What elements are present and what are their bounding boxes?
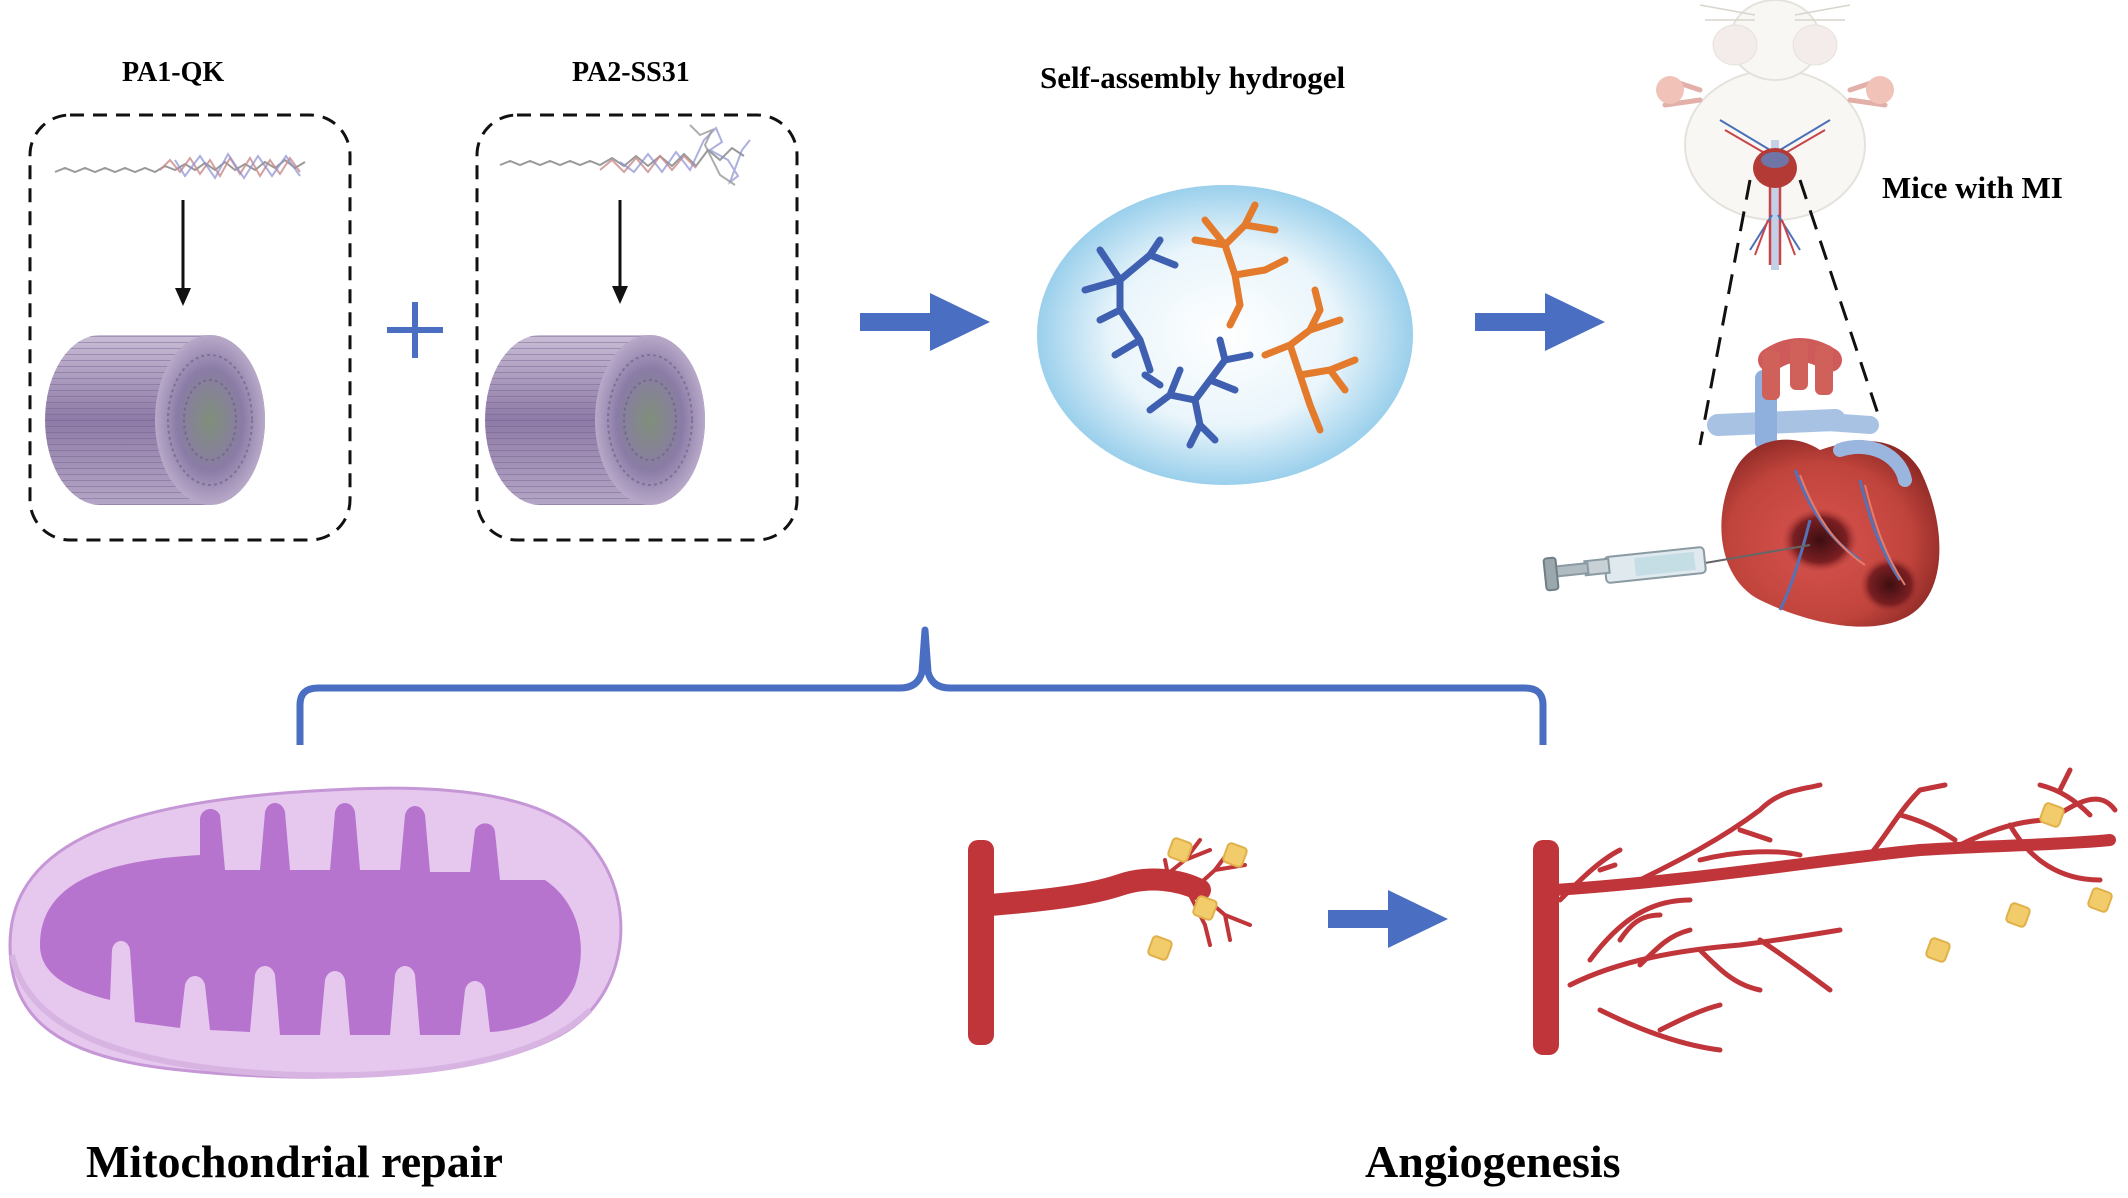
- mitochondrion-icon: [8, 786, 623, 1079]
- heart-icon: [1707, 338, 1940, 627]
- arrow-to-angiogenesis: [1328, 890, 1448, 948]
- mouse-icon: [1656, 0, 1894, 270]
- pa1-molecule: [54, 152, 306, 180]
- pa2-molecule: [499, 124, 751, 186]
- vegf-particles-before: [1147, 837, 1248, 961]
- zoom-lines: [1698, 179, 1882, 446]
- hydrogel-label: Self-assembly hydrogel: [1040, 60, 1346, 95]
- pa2-dashed-box: [475, 113, 799, 542]
- pa2-label: PA2-SS31: [572, 57, 690, 88]
- arrow-to-hydrogel: [860, 293, 990, 351]
- arrow-to-mice: [1475, 293, 1605, 351]
- hydrogel-blue-fibers: [1081, 236, 1254, 449]
- vessel-after: [1533, 767, 2118, 1055]
- angio-label: Angiogenesis: [1365, 1136, 1621, 1187]
- pa2-nanofiber: [485, 335, 705, 505]
- pa2-down-arrow: [612, 200, 628, 304]
- syringe-icon: [1542, 544, 1811, 592]
- summary-bracket: [296, 626, 1547, 745]
- pa1-label: PA1-QK: [122, 57, 225, 88]
- pa1-dashed-box: [28, 113, 352, 542]
- hydrogel-orange-fibers: [1191, 201, 1359, 434]
- vegf-particles-after: [1925, 802, 2113, 963]
- mice-label: Mice with MI: [1882, 170, 2063, 205]
- hydrogel-sphere: [1037, 185, 1413, 485]
- vessel-before: [968, 838, 1252, 1045]
- plus-icon: [387, 302, 443, 358]
- mito-label: Mitochondrial repair: [86, 1136, 503, 1187]
- pa1-nanofiber: [45, 335, 265, 505]
- pa1-down-arrow: [175, 200, 191, 306]
